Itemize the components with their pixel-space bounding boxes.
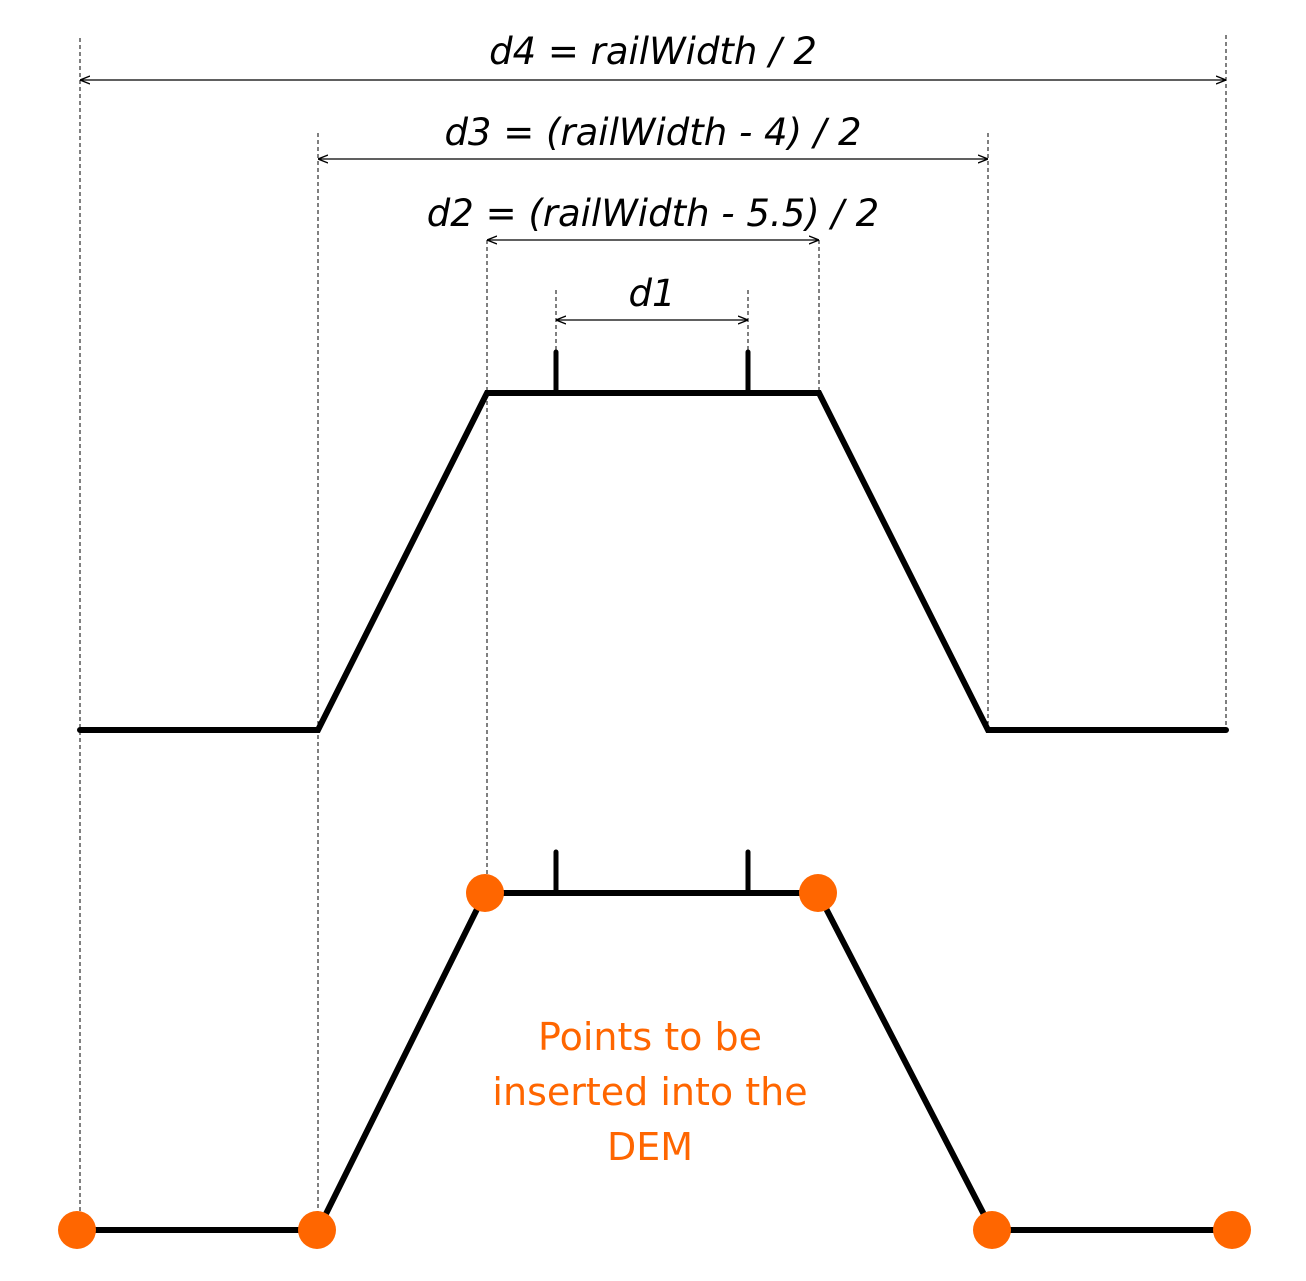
point-crest-left [466,874,504,912]
point-crest-right [799,874,837,912]
upper-embankment-outline [77,390,1229,733]
lower-profile [74,849,1235,1233]
lower-embankment-outline [74,890,1235,1233]
label-d3: d3 = (railWidth - 4) / 2 [444,111,861,154]
insertion-note: Points to be inserted into the DEM [492,1015,807,1169]
note-line-1: Points to be [538,1015,762,1059]
insertion-points [58,874,1251,1249]
dimension-arrows [80,80,1226,320]
dimension-labels: d4 = railWidth / 2 d3 = (railWidth - 4) … [427,30,879,315]
label-d2: d2 = (railWidth - 5.5) / 2 [427,192,879,235]
guide-lines [79,35,1227,1225]
note-line-3: DEM [607,1125,693,1169]
point-outer-left [58,1211,96,1249]
point-toe-left [298,1211,336,1249]
label-d4: d4 = railWidth / 2 [489,30,817,73]
point-toe-right [973,1211,1011,1249]
upper-profile [77,349,1229,733]
point-outer-right [1213,1211,1251,1249]
label-d1: d1 [628,272,675,315]
note-line-2: inserted into the [492,1070,807,1114]
